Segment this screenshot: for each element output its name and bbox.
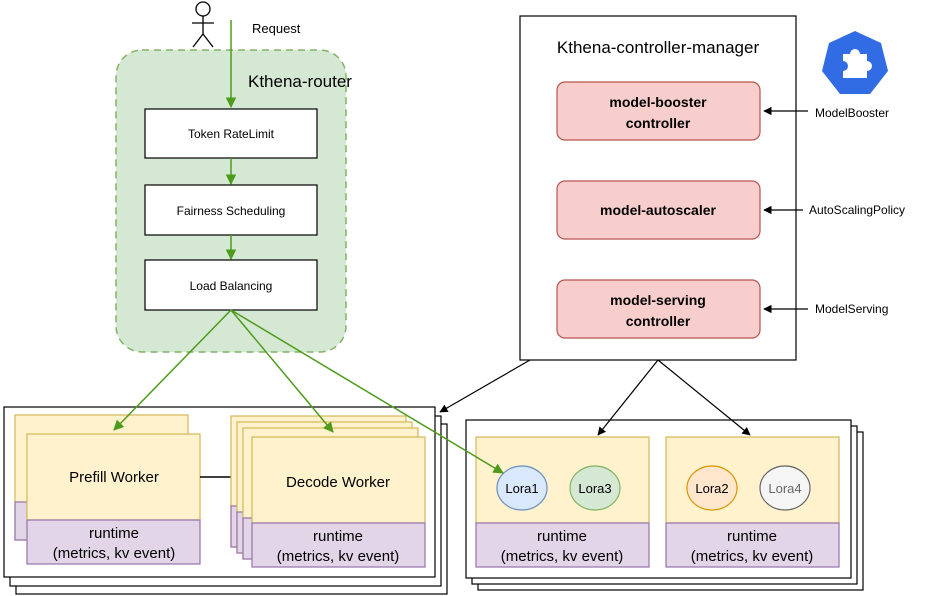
decode-worker-label: Decode Worker: [286, 474, 390, 491]
route-to-lora1-arrow: [230, 309, 504, 474]
lora3-node: [569, 465, 621, 511]
lora4-label: Lora4: [768, 481, 801, 496]
lora1-node: [496, 465, 548, 511]
route-to-decode-arrow: [230, 309, 334, 433]
model-serving-line2: controller: [626, 313, 691, 329]
prefill-runtime-box: [26, 519, 201, 565]
puzzle-logo-icon: [822, 31, 888, 94]
crd-model-booster-label: ModelBooster: [815, 106, 889, 120]
model-autoscaler-box: [556, 180, 761, 240]
lora-left-runtime-line2: (metrics, kv event): [501, 548, 624, 565]
decode-worker-box: [251, 436, 426, 524]
model-autoscaler-label: model-autoscaler: [600, 202, 716, 218]
prefill-runtime-line2: (metrics, kv event): [53, 545, 176, 562]
lora-left-runtime-line1: runtime: [537, 528, 587, 545]
model-booster-line2: controller: [626, 115, 691, 131]
fairness-scheduling-label: Fairness Scheduling: [177, 204, 286, 218]
load-balancing-label: Load Balancing: [190, 279, 273, 293]
router-title: Kthena-router: [248, 72, 352, 91]
route-to-prefill-arrow: [113, 309, 232, 431]
crd-autoscaling-policy-label: AutoScalingPolicy: [809, 203, 905, 217]
token-ratelimit-box: [144, 108, 318, 159]
lora-right-runtime-line2: (metrics, kv event): [691, 548, 814, 565]
lora-worker-right-runtime: [665, 522, 840, 568]
lora1-label: Lora1: [505, 481, 538, 496]
lora3-label: Lora3: [578, 481, 611, 496]
decode-runtime-line1: runtime: [313, 528, 363, 545]
user-icon: [192, 1, 214, 48]
model-serving-controller-box: [556, 279, 761, 339]
lora-worker-left-runtime: [475, 522, 650, 568]
crd-model-serving-label: ModelServing: [815, 302, 888, 316]
decode-runtime-box: [251, 522, 426, 568]
manage-lora-left-arrow: [597, 359, 659, 436]
lora4-node: [759, 465, 811, 511]
manage-lora-right-arrow: [657, 359, 751, 436]
request-label: Request: [252, 21, 301, 36]
prefill-runtime-line1: runtime: [89, 525, 139, 542]
lora-right-runtime-line1: runtime: [727, 528, 777, 545]
decode-runtime-line2: (metrics, kv event): [277, 548, 400, 565]
lora2-node: [686, 465, 738, 511]
token-ratelimit-label: Token RateLimit: [188, 127, 275, 141]
model-booster-controller-box: [556, 81, 761, 141]
controller-manager-title: Kthena-controller-manager: [557, 38, 760, 57]
lora2-label: Lora2: [695, 481, 728, 496]
fairness-scheduling-box: [144, 184, 318, 236]
model-serving-line1: model-serving: [610, 292, 706, 308]
prefill-worker-label: Prefill Worker: [69, 469, 159, 486]
prefill-worker-box: [26, 433, 201, 521]
model-booster-line1: model-booster: [609, 94, 707, 110]
manage-left-stack-arrow: [439, 359, 531, 413]
